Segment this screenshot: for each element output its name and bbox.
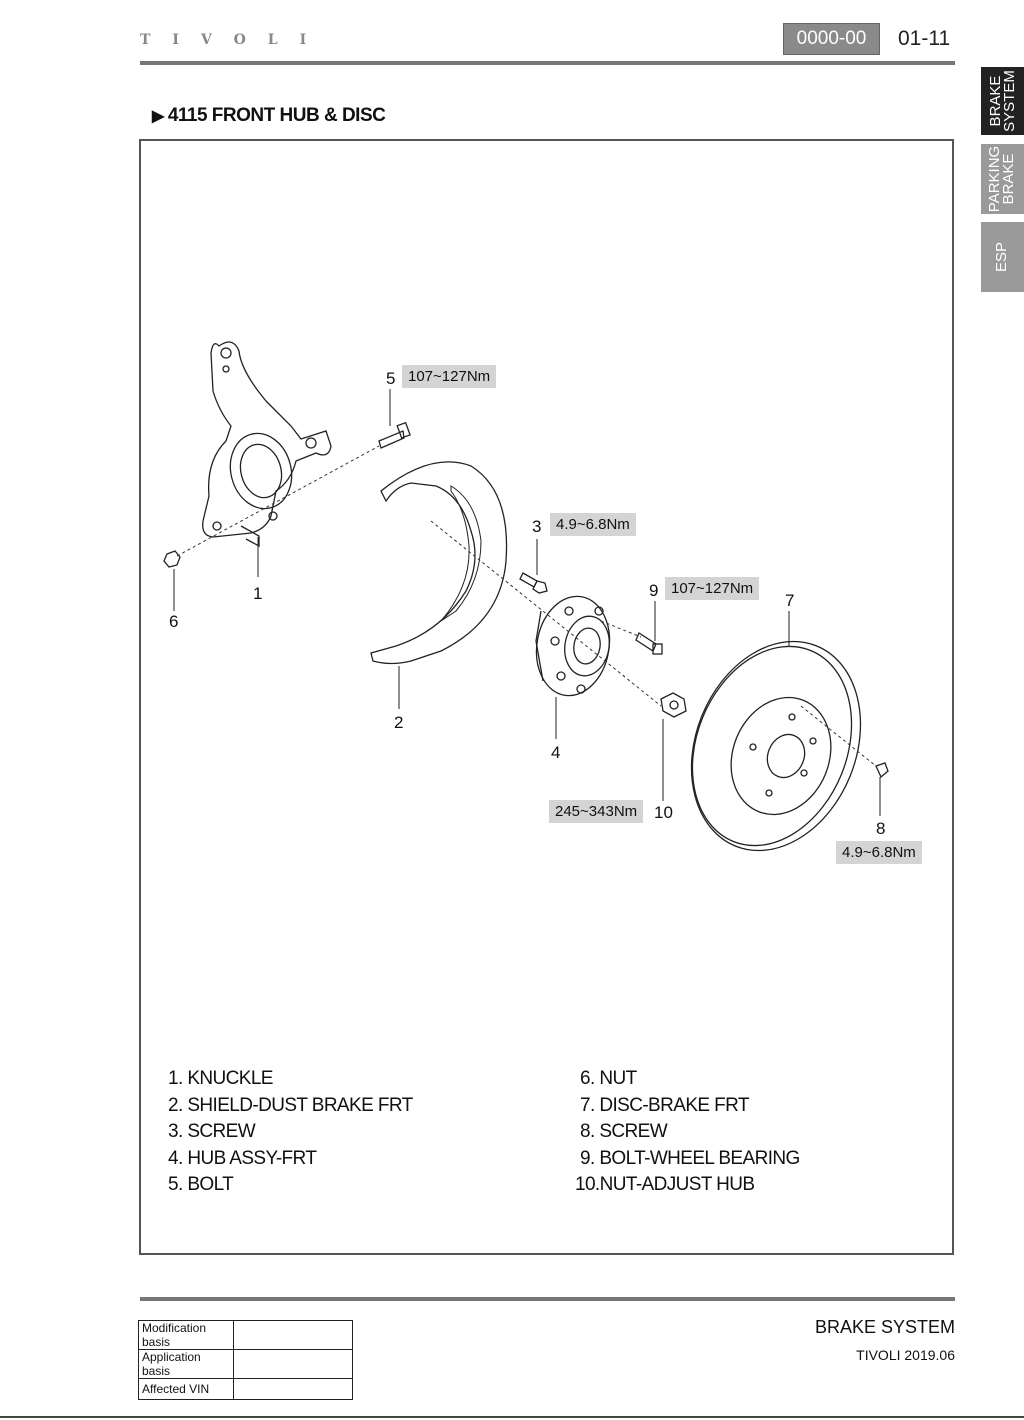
section-code: 0000-00 [783, 23, 880, 55]
torque-bolt-9: 107~127Nm [665, 577, 760, 600]
leader-lines [173, 389, 881, 816]
footer-model: TIVOLI 2019.06 [856, 1347, 955, 1363]
dust-shield-part [370, 461, 508, 665]
callout-7: 7 [785, 591, 795, 610]
list-item: 7. DISC-BRAKE FRT [580, 1094, 750, 1116]
callout-2: 2 [394, 713, 404, 732]
hub-part [535, 595, 611, 697]
diagram-frame [139, 139, 954, 1255]
header-rule [140, 61, 955, 65]
list-item: 10.NUT-ADJUST HUB [575, 1174, 755, 1195]
basis-label: Application basis [138, 1349, 234, 1379]
basis-value [233, 1349, 353, 1379]
callout-3: 3 [532, 517, 542, 536]
callout-4: 4 [551, 743, 561, 762]
basis-table: Modification basis Application basis Aff… [138, 1320, 353, 1400]
basis-label: Modification basis [138, 1320, 234, 1350]
list-item: 4. HUB ASSY-FRT [168, 1147, 317, 1169]
table-row: Modification basis [138, 1320, 353, 1350]
alignment-lines [176, 445, 877, 767]
basis-value [233, 1378, 353, 1400]
exploded-diagram [163, 341, 889, 852]
parts-list-left: 1. KNUCKLE 2. SHIELD-DUST BRAKE FRT 3. S… [168, 1066, 413, 1199]
parts-list-right: 6. NUT 7. DISC-BRAKE FRT 8. SCREW 9. BOL… [575, 1066, 800, 1199]
callout-8: 8 [876, 819, 886, 838]
torque-bolt-5: 107~127Nm [402, 365, 497, 388]
list-item: 5. BOLT [168, 1174, 234, 1195]
screw-8-part [875, 762, 889, 779]
callout-6: 6 [169, 612, 179, 631]
brake-disc-part [690, 640, 862, 852]
callout-9: 9 [649, 581, 659, 600]
list-item: 9. BOLT-WHEEL BEARING [580, 1147, 800, 1169]
section-title: ▶4115 FRONT HUB & DISC [152, 105, 386, 126]
list-item: 2. SHIELD-DUST BRAKE FRT [168, 1094, 413, 1116]
list-item: 1. KNUCKLE [168, 1068, 273, 1089]
table-row: Application basis [138, 1349, 353, 1379]
page-number: 01-11 [898, 27, 951, 50]
tab-esp[interactable]: ESP [981, 222, 1024, 292]
footer-system: BRAKE SYSTEM [814, 1317, 955, 1337]
knuckle-part [202, 341, 332, 548]
screw-3-part [519, 572, 548, 594]
basis-label: Affected VIN [138, 1378, 234, 1400]
torque-nut-10: 245~343Nm [549, 800, 644, 823]
nut-10-part [660, 692, 687, 718]
page-bottom-line [0, 1416, 1024, 1418]
nut-6-part [163, 550, 181, 568]
callout-10: 10 [654, 803, 673, 822]
triangle-icon: ▶ [152, 108, 164, 125]
basis-value [233, 1320, 353, 1350]
torque-screw-3: 4.9~6.8Nm [550, 513, 636, 536]
list-item: 8. SCREW [580, 1121, 668, 1142]
brand-name: TIVOLI [140, 32, 329, 48]
callout-5: 5 [386, 369, 396, 388]
table-row: Affected VIN [138, 1378, 353, 1400]
footer-rule [140, 1297, 955, 1301]
list-item: 6. NUT [580, 1068, 637, 1089]
torque-screw-8: 4.9~6.8Nm [836, 841, 922, 864]
list-item: 3. SCREW [168, 1121, 256, 1142]
bolt-9-part [635, 632, 663, 655]
bolt-5-part [378, 421, 411, 449]
callout-1: 1 [253, 584, 263, 603]
